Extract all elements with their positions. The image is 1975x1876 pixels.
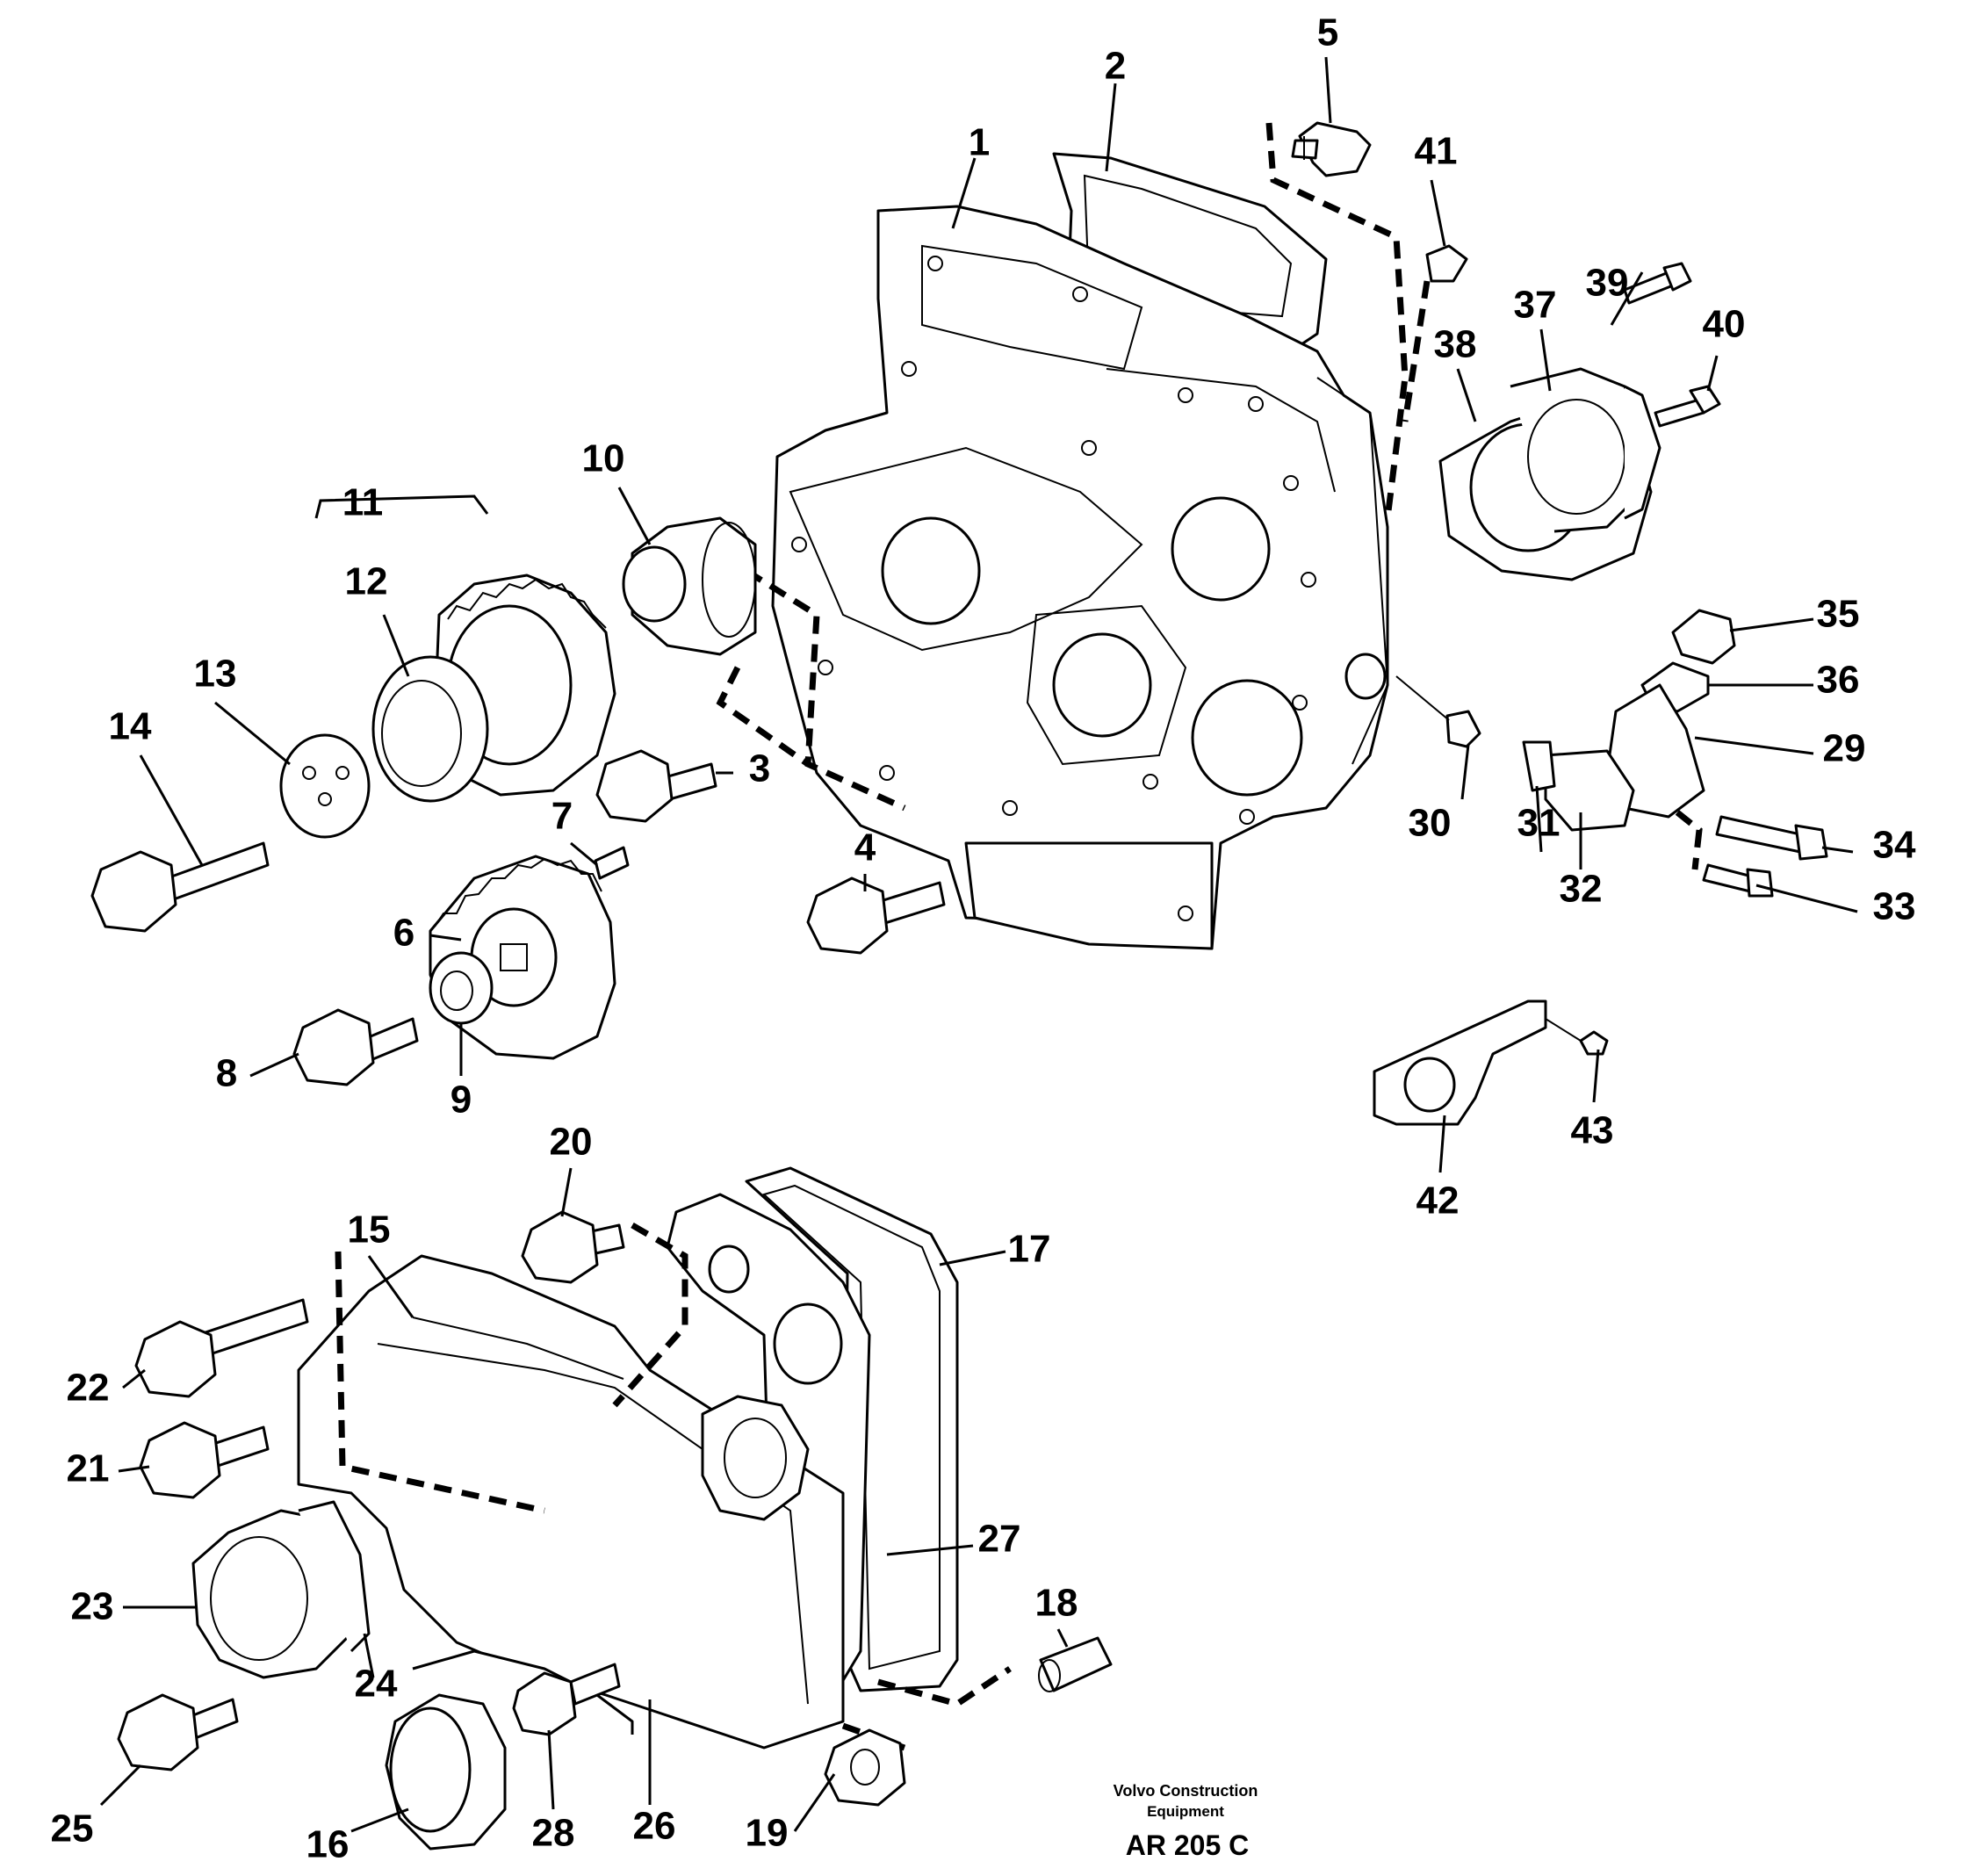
callout-7: 7 (551, 795, 573, 838)
bolt-8-drawing (292, 1008, 419, 1086)
callout-12: 12 (345, 560, 388, 603)
callout-9: 9 (451, 1079, 472, 1122)
callout-4: 4 (854, 826, 876, 869)
callout-30: 30 (1409, 802, 1452, 845)
washer-13-drawing (279, 733, 371, 839)
bolt-5-drawing (1291, 121, 1372, 177)
bolt-28-drawing (512, 1663, 621, 1736)
company-name-line1: Volvo Construction (1114, 1782, 1258, 1800)
timing-gear-casing-drawing (771, 152, 1389, 950)
drawing-footer: Volvo Construction Equipment AR 205 C (1114, 1782, 1258, 1861)
callout-23: 23 (71, 1585, 114, 1628)
front-cover-drawing (297, 1166, 959, 1750)
bolts-33-34-drawing (1675, 810, 1828, 898)
key-7-drawing (594, 846, 630, 880)
bolt-22-drawing (134, 1298, 309, 1398)
bolt-21-drawing (139, 1421, 270, 1499)
callout-39: 39 (1586, 262, 1629, 305)
washer-9-drawing (429, 951, 494, 1025)
callout-24: 24 (355, 1663, 398, 1706)
callout-10: 10 (582, 437, 625, 480)
callout-25: 25 (51, 1807, 94, 1851)
callout-26: 26 (633, 1805, 676, 1848)
callout-40: 40 (1703, 303, 1746, 346)
callout-29: 29 (1823, 727, 1866, 770)
callout-21: 21 (67, 1447, 110, 1490)
callout-2: 2 (1105, 45, 1126, 88)
callout-16: 16 (306, 1823, 350, 1866)
hub-10-drawing (622, 516, 757, 656)
bolt-4-drawing (806, 877, 946, 955)
callout-34: 34 (1873, 824, 1916, 867)
callout-labels: 1 2 3 4 5 6 7 8 9 10 11 12 13 14 15 16 1… (51, 11, 1916, 1866)
callout-43: 43 (1571, 1109, 1614, 1152)
seal-16-drawing (385, 1693, 507, 1851)
leader-lines (99, 56, 1858, 1833)
callout-27: 27 (978, 1518, 1021, 1561)
callout-6: 6 (393, 912, 414, 955)
callout-33: 33 (1873, 885, 1916, 928)
callout-15: 15 (348, 1209, 391, 1252)
callout-11: 11 (342, 481, 384, 524)
callout-31: 31 (1517, 802, 1561, 845)
callout-14: 14 (109, 705, 152, 748)
gear-11-drawing (371, 574, 616, 803)
callout-38: 38 (1434, 323, 1477, 366)
bracket-42-drawing (1373, 999, 1609, 1126)
callout-35: 35 (1817, 593, 1860, 636)
nut-19-drawing (824, 1728, 906, 1807)
bolt-3-drawing (595, 749, 717, 823)
fitting-assembly-drawing (1395, 609, 1736, 832)
bolt-14-drawing (90, 841, 270, 933)
callout-28: 28 (532, 1812, 575, 1855)
callout-19: 19 (746, 1812, 789, 1855)
callout-36: 36 (1817, 659, 1860, 702)
callout-20: 20 (550, 1121, 593, 1164)
bolt-25-drawing (117, 1693, 239, 1771)
assembly-dash-lines-top (716, 122, 1431, 812)
bolt-20-drawing (521, 1210, 625, 1284)
callout-13: 13 (194, 653, 237, 696)
cover-23-drawing (191, 1500, 371, 1679)
company-name-line2: Equipment (1147, 1803, 1224, 1820)
drawing-code: AR 205 C (1126, 1829, 1250, 1861)
callout-8: 8 (216, 1052, 237, 1095)
callout-41: 41 (1415, 130, 1458, 173)
callout-22: 22 (67, 1367, 110, 1410)
callout-32: 32 (1560, 868, 1603, 911)
callout-17: 17 (1008, 1228, 1051, 1271)
stud-18-drawing (1038, 1636, 1113, 1692)
callout-37: 37 (1514, 284, 1557, 327)
callout-5: 5 (1317, 11, 1338, 54)
bolts-39-40-drawing (1623, 262, 1721, 428)
callout-42: 42 (1416, 1180, 1460, 1223)
callout-3: 3 (749, 747, 770, 790)
cover-gasket-drawing (1438, 367, 1661, 581)
callout-1: 1 (969, 121, 990, 164)
plug-41-drawing (1425, 244, 1468, 283)
callout-18: 18 (1035, 1582, 1078, 1625)
